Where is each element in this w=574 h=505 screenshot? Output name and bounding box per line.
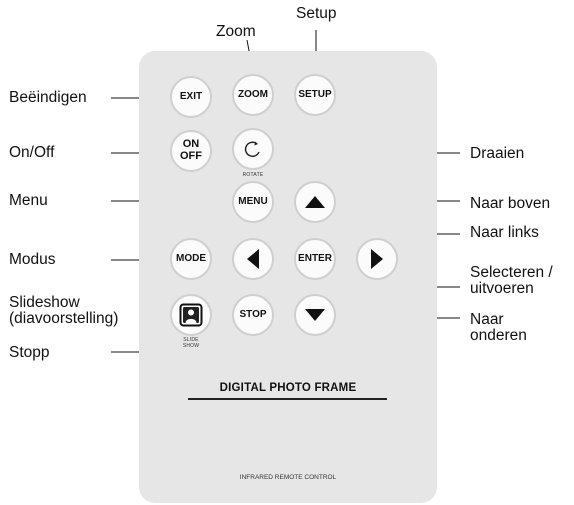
triangle-right-icon xyxy=(371,249,383,269)
callout-menu: Menu xyxy=(9,192,48,209)
callout-exit: Beëindigen xyxy=(9,89,87,106)
stop-button[interactable]: STOP xyxy=(232,294,274,336)
callout-slideshow: Slideshow (diavoorstelling) xyxy=(9,294,119,327)
remote-title-rule xyxy=(188,398,387,400)
remote-title: DIGITAL PHOTO FRAME xyxy=(219,382,357,394)
triangle-down-icon xyxy=(305,309,325,321)
mode-button[interactable]: MODE xyxy=(170,238,212,280)
rotate-icon xyxy=(244,141,260,157)
triangle-up-icon xyxy=(305,196,325,208)
on-off-button[interactable]: ON OFF xyxy=(170,130,212,172)
setup-button[interactable]: SETUP xyxy=(294,74,336,116)
down-button[interactable] xyxy=(294,294,336,336)
up-button[interactable] xyxy=(294,181,336,223)
right-button[interactable] xyxy=(356,238,398,280)
callout-rotate: Draaien xyxy=(470,145,525,162)
slideshow-sublabel: SLIDE SHOW xyxy=(182,337,200,349)
callout-zoom: Zoom xyxy=(216,23,256,40)
triangle-left-icon xyxy=(247,249,259,269)
callout-down: Naar onderen xyxy=(470,311,527,344)
callout-enter: Selecteren / uitvoeren xyxy=(470,264,553,297)
slideshow-button[interactable] xyxy=(170,294,212,336)
callout-left: Naar links xyxy=(470,224,539,241)
rotate-sublabel: ROTATE xyxy=(242,172,264,178)
rotate-button[interactable] xyxy=(232,128,274,170)
callout-stop: Stopp xyxy=(9,344,50,361)
callout-up: Naar boven xyxy=(470,195,551,212)
exit-button[interactable]: EXIT xyxy=(170,76,212,118)
callout-onoff: On/Off xyxy=(9,144,55,161)
menu-button[interactable]: MENU xyxy=(232,181,274,223)
callout-mode: Modus xyxy=(9,251,56,268)
remote-footer: INFRARED REMOTE CONTROL xyxy=(239,474,337,481)
slideshow-person-icon xyxy=(179,303,203,327)
left-button[interactable] xyxy=(232,238,274,280)
enter-button[interactable]: ENTER xyxy=(294,238,336,280)
zoom-button[interactable]: ZOOM xyxy=(232,74,274,116)
callout-setup: Setup xyxy=(296,5,337,22)
